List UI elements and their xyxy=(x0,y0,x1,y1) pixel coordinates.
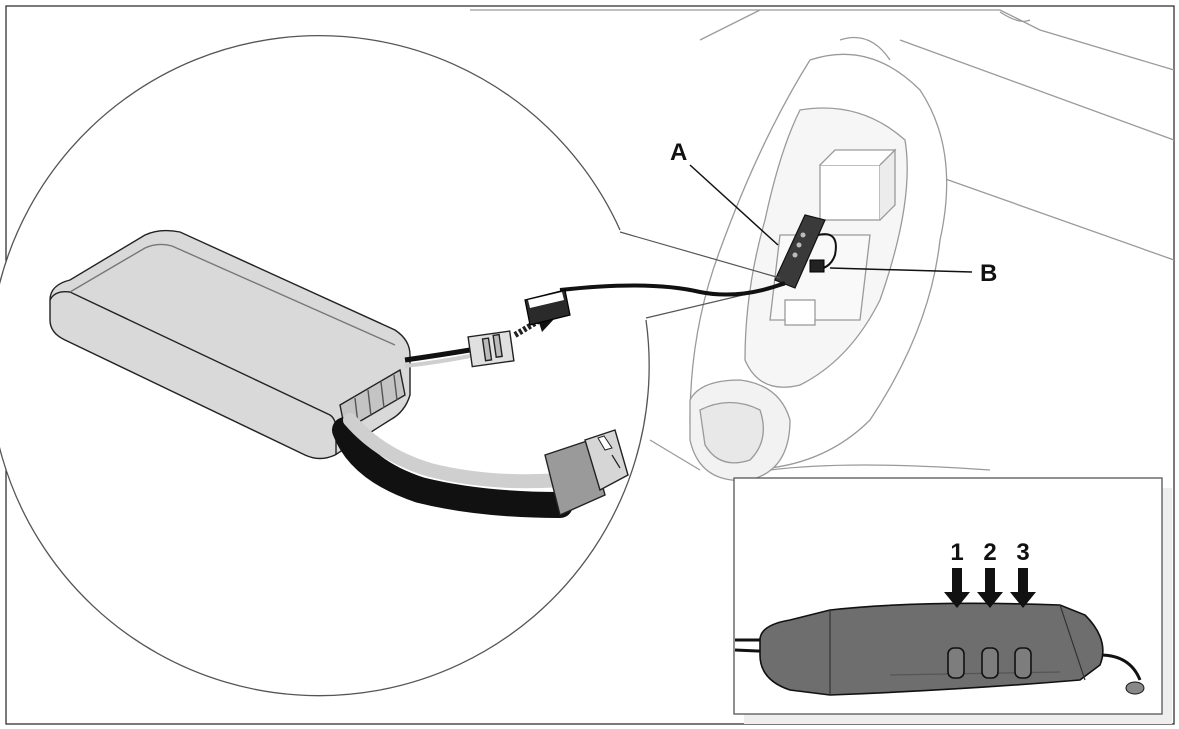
battery-pack xyxy=(49,229,411,460)
callout-a-leader xyxy=(689,164,779,246)
arrow-1-icon xyxy=(944,568,970,608)
inset-esc-module xyxy=(734,602,1145,696)
magnifier-line-top xyxy=(619,231,781,279)
inset-label-3: 3 xyxy=(1016,539,1029,566)
inset-arrows xyxy=(944,568,1036,608)
arrow-3-icon xyxy=(1010,568,1036,608)
balance-plug xyxy=(404,330,515,368)
inset-label-1: 1 xyxy=(950,539,963,566)
callout-b-label: B xyxy=(980,260,997,287)
inset-label-2: 2 xyxy=(983,539,996,566)
led-1 xyxy=(947,647,965,679)
led-3 xyxy=(1014,647,1032,679)
callout-a-label: A xyxy=(670,139,687,166)
fuselage-module xyxy=(774,214,837,289)
balance-socket xyxy=(524,289,571,326)
arrow-2-icon xyxy=(977,568,1003,608)
main-power-lead xyxy=(332,413,629,518)
led-2 xyxy=(981,647,999,679)
balance-lead-wire xyxy=(559,281,786,297)
callout-b-leader xyxy=(829,267,973,273)
